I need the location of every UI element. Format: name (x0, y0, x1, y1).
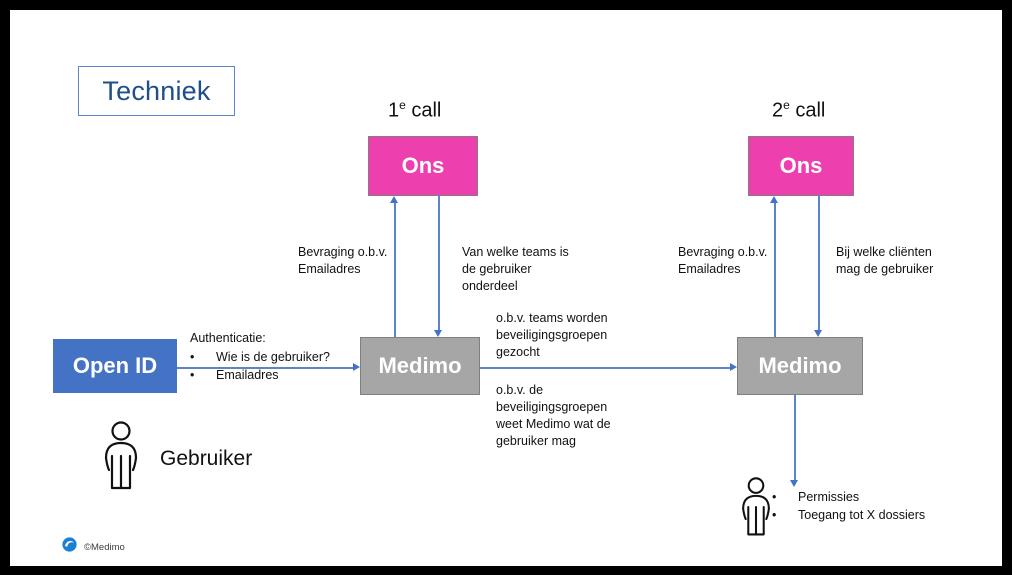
note-call2-request: Bevraging o.b.v. Emailadres (678, 245, 768, 276)
result-bullet-0: Permissies (798, 490, 860, 504)
box-medimo-2-label: Medimo (758, 353, 842, 378)
box-ons-call-1[interactable]: Ons (368, 136, 478, 196)
bullet-glyph-icon: • (772, 490, 777, 504)
box-ons-call-2-label: Ons (779, 153, 823, 178)
footer: ©Medimo (62, 537, 125, 557)
box-medimo-1-label: Medimo (378, 353, 462, 378)
note-middle-bottom: o.b.v. de beveiligingsgroepen weet Medim… (496, 383, 611, 448)
list-item: • Wie is de gebruiker? (190, 348, 370, 366)
section-heading-call-1-suffix: call (405, 99, 442, 122)
box-open-id-label: Open ID (72, 353, 158, 378)
footer-copyright: ©Medimo (84, 541, 125, 553)
note-call1-request: Bevraging o.b.v. Emailadres (298, 245, 388, 276)
connector-medimo1-to-ons1 (394, 200, 396, 337)
bullet-glyph-icon: • (190, 367, 195, 382)
list-item: • Emailadres (190, 366, 370, 384)
connector-medimo2-to-result (794, 395, 796, 484)
note-call2-response: Bij welke cliënten mag de gebruiker (836, 245, 934, 276)
authentication-bullet-list: • Wie is de gebruiker? • Emailadres (190, 348, 370, 384)
list-item: • Toegang tot X dossiers (772, 506, 992, 524)
slide-canvas: Techniek 1e call 2e call Ons Ons Medimo … (10, 10, 1002, 566)
box-medimo-1[interactable]: Medimo (360, 337, 480, 395)
gebruiker-label: Gebruiker (160, 447, 253, 470)
gebruiker-person-icon (93, 420, 149, 492)
arrowhead-right-icon (353, 363, 360, 371)
arrowhead-right-icon (730, 363, 737, 371)
connector-medimo2-to-ons2 (774, 200, 776, 337)
arrowhead-down-icon (814, 330, 822, 337)
box-ons-call-1-label: Ons (401, 153, 445, 178)
result-person-icon (732, 476, 780, 538)
arrowhead-up-icon (390, 196, 398, 203)
medimo-logo-icon (62, 537, 77, 557)
result-bullet-1: Toegang tot X dossiers (798, 508, 926, 523)
connector-ons2-to-medimo2 (818, 196, 820, 333)
note-middle-top: o.b.v. teams worden beveiligingsgroepen … (496, 311, 608, 359)
slide-title-box: Techniek (78, 66, 235, 116)
arrowhead-down-icon (434, 330, 442, 337)
arrowhead-up-icon (770, 196, 778, 203)
connector-medimo1-to-medimo2 (480, 367, 730, 369)
section-heading-call-2-suffix: call (789, 99, 826, 122)
bullet-glyph-icon: • (190, 349, 195, 364)
section-heading-call-1: 1e call (388, 98, 441, 123)
authentication-bullet-1: Emailadres (216, 367, 279, 382)
connector-openid-to-medimo1 (177, 367, 353, 369)
bullet-glyph-icon: • (772, 508, 777, 523)
gebruiker-label-wrap: Gebruiker (160, 447, 252, 471)
section-heading-call-1-number: 1 (388, 99, 400, 122)
box-medimo-2[interactable]: Medimo (737, 337, 863, 395)
section-heading-call-1-sup: e (399, 98, 406, 112)
slide-title: Techniek (102, 75, 211, 106)
section-heading-call-2-sup: e (783, 98, 790, 112)
authentication-annotation: Authenticatie: • Wie is de gebruiker? • … (190, 330, 370, 384)
section-heading-call-2: 2e call (772, 98, 825, 123)
connector-ons1-to-medimo1 (438, 196, 440, 333)
arrowhead-down-icon (790, 480, 798, 487)
list-item: • Permissies (772, 488, 992, 506)
box-ons-call-2[interactable]: Ons (748, 136, 854, 196)
authentication-bullet-0: Wie is de gebruiker? (216, 349, 330, 364)
section-heading-call-2-number: 2 (772, 99, 784, 122)
note-call1-response: Van welke teams is de gebruiker onderdee… (462, 245, 569, 293)
authentication-heading: Authenticatie: (190, 331, 266, 345)
box-open-id[interactable]: Open ID (53, 339, 177, 393)
result-bullet-list: • Permissies • Toegang tot X dossiers (772, 488, 992, 524)
